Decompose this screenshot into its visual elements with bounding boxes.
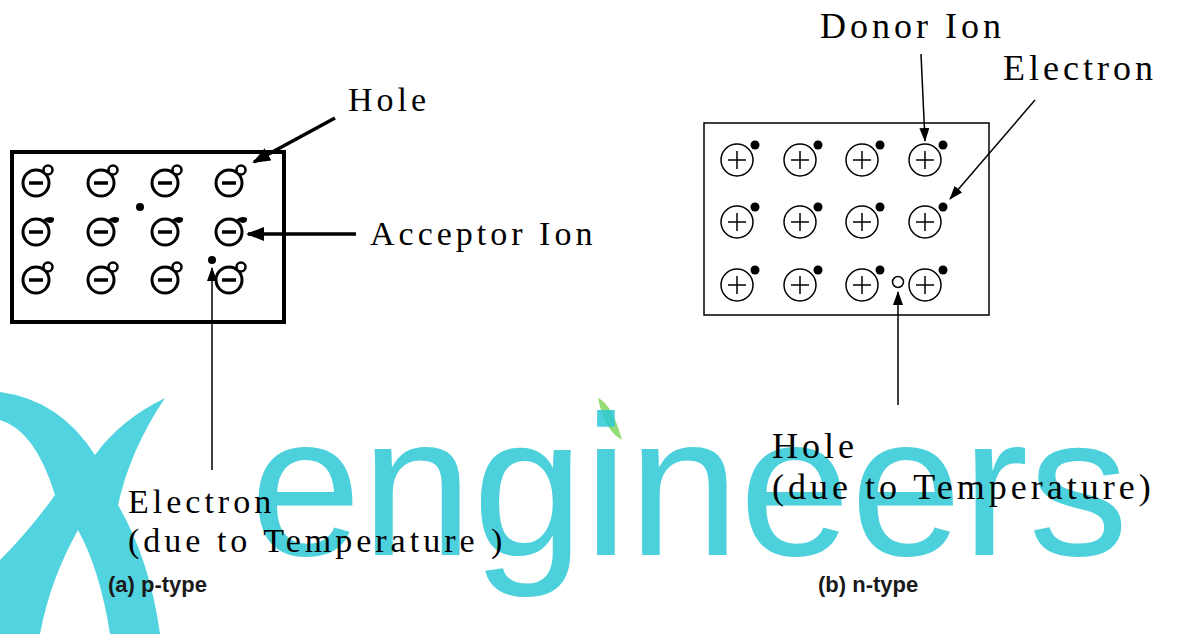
- figure-caption: (a) p-type: [108, 572, 207, 597]
- wrap-spacer: [318, 482, 528, 516]
- electron-label: Electron (due to Temperature ): [128, 483, 506, 559]
- electron-dot: [208, 256, 216, 264]
- wrap-spacer: [902, 426, 1172, 462]
- donor-ion-label: Donor Ion: [820, 6, 1005, 46]
- leader-arrows: [898, 54, 1035, 405]
- acceptor-ion-label: Acceptor Ion: [370, 215, 596, 252]
- hole-label: Hole: [348, 81, 430, 118]
- electron-label-box: Electron: [1003, 48, 1157, 89]
- figure-caption: (b) n-type: [818, 572, 918, 597]
- n-type-crystal: [704, 123, 989, 315]
- hole-label-box: Hole: [348, 80, 430, 119]
- electron-label: Electron: [1003, 48, 1157, 88]
- hole-label: Hole (due to Temperature): [772, 426, 1155, 507]
- figure-caption-box: (a) p-type: [108, 572, 207, 597]
- figure-caption-box: (b) n-type: [818, 572, 918, 597]
- electron-dot: [136, 203, 144, 211]
- hole-circle: [893, 277, 904, 288]
- p-type-crystal: [12, 152, 284, 322]
- donor-ion-label-box: Donor Ion: [820, 6, 1005, 47]
- hole-label-box: Hole (due to Temperature): [772, 426, 1172, 509]
- electron-label-box: Electron (due to Temperature ): [128, 482, 528, 560]
- acceptor-ion-label-box: Acceptor Ion: [370, 214, 596, 253]
